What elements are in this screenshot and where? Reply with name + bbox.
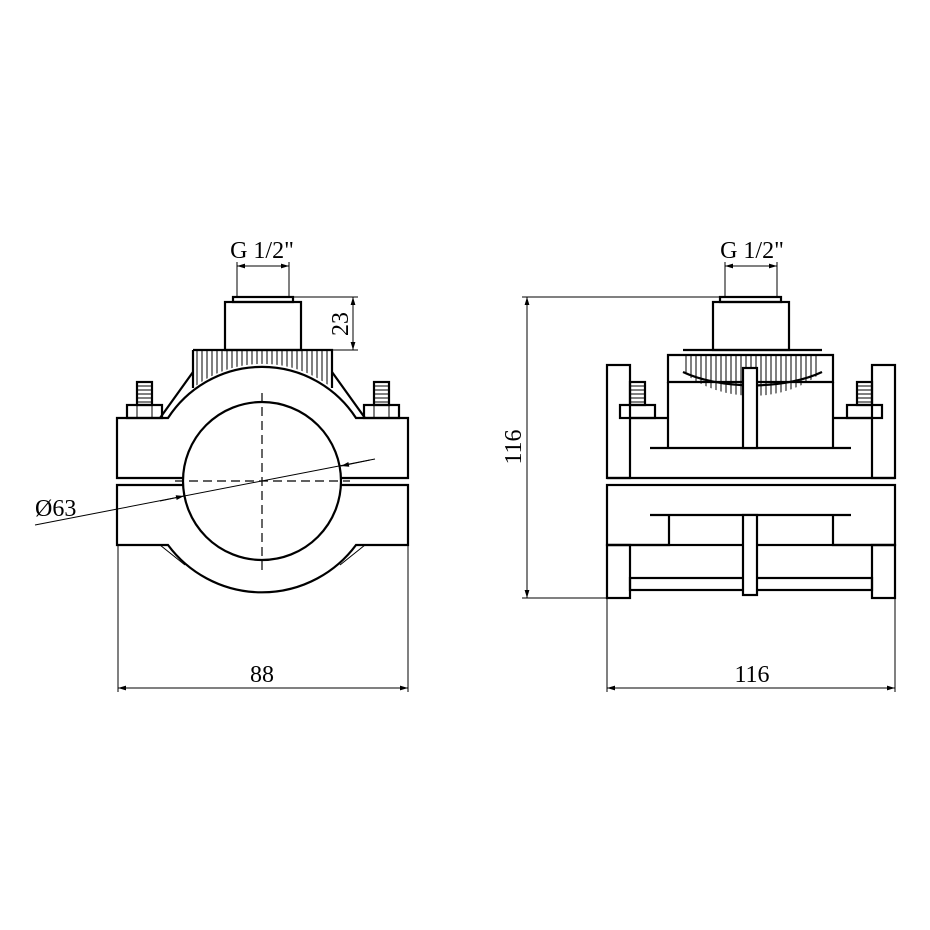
width-label: 116 — [734, 662, 769, 688]
saddle-ribs — [159, 371, 366, 419]
lower-ribs — [159, 544, 366, 566]
thread-size-label: G 1/2" — [720, 238, 784, 264]
fitting-body — [223, 300, 303, 352]
bolt-right — [362, 380, 401, 420]
bolt-right — [845, 380, 884, 420]
width-label: 88 — [250, 662, 274, 688]
thread-size-label: G 1/2" — [230, 238, 294, 264]
bolt-left — [618, 380, 657, 420]
pipe-diameter-label: Ø63 — [35, 496, 76, 522]
center-rod-lower — [741, 513, 759, 597]
center-rod-upper — [741, 366, 759, 450]
flange-right-upper — [870, 363, 897, 480]
knurled-ring-hatching — [196, 350, 328, 388]
side-view: G 1/2" 116 116 — [501, 238, 897, 692]
diameter-leader — [34, 458, 376, 526]
fitting-height-label: 23 — [328, 312, 354, 336]
bolt-left — [125, 380, 164, 420]
foot-left — [605, 543, 632, 600]
height-label: 116 — [501, 429, 527, 464]
lower-saddle — [115, 483, 410, 594]
upper-saddle — [115, 365, 410, 480]
foot-right — [870, 543, 897, 600]
upper-body — [607, 382, 895, 480]
fitting-body — [711, 300, 791, 352]
front-view: Ø63 G 1/2" 23 88 — [34, 238, 410, 692]
flange-left-upper — [605, 363, 632, 480]
